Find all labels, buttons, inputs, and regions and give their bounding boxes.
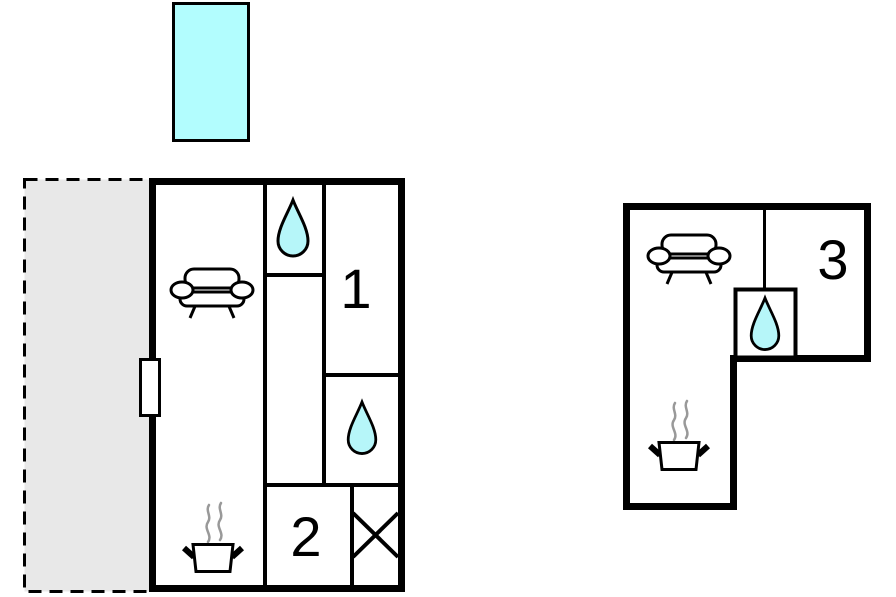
room-1-label: 1 [340, 257, 371, 320]
pool [172, 2, 250, 142]
main-building-interior-walls [263, 184, 402, 588]
cross-line [351, 511, 400, 559]
room-2-label: 2 [290, 505, 321, 568]
main-building: 1 2 [139, 178, 405, 592]
crossed-box-icon [351, 511, 400, 559]
annex-building: 3 [623, 203, 871, 510]
door-marker [139, 358, 161, 417]
room-3-label: 3 [817, 228, 848, 291]
terrace-area [23, 178, 154, 593]
